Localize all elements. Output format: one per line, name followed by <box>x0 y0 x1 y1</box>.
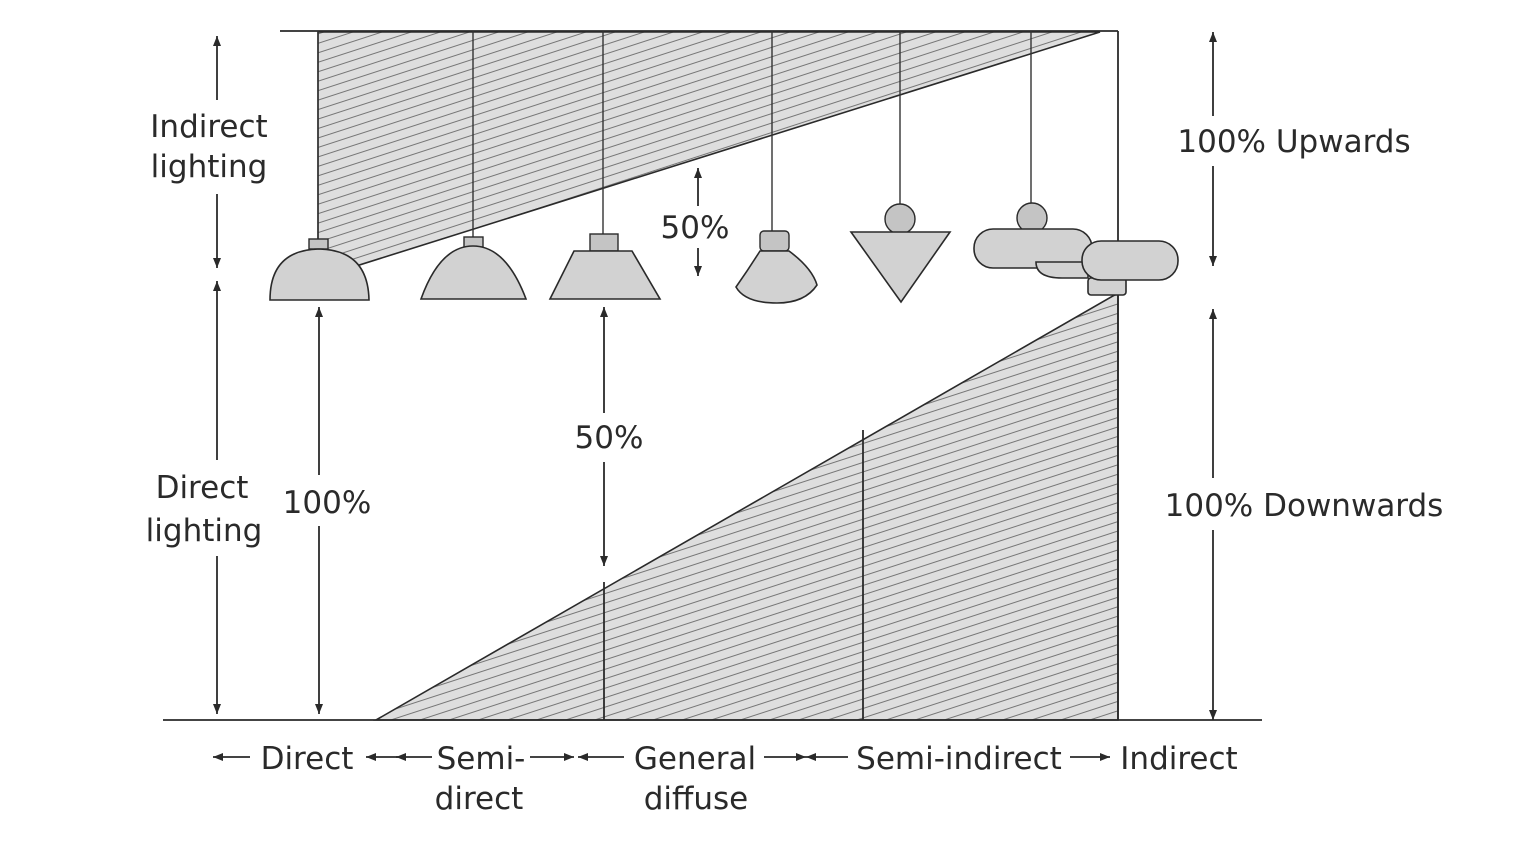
trapezoid-shade-luminaire <box>548 233 662 300</box>
bulb-pendant-luminaire <box>735 230 818 304</box>
upwards-label: 100% Upwards <box>1177 124 1410 160</box>
indirect-lighting-label-line1: Indirect <box>150 109 267 145</box>
category-direct-label: Direct <box>261 741 354 777</box>
inverted-cone-luminaire <box>849 203 952 304</box>
category-semi-direct-label-line2: direct <box>435 781 524 817</box>
direct-lighting-label-line1: Direct <box>156 470 249 506</box>
lower-half-percent-label: 50% <box>575 420 644 456</box>
suspended-cloud-luminaire <box>973 202 1179 296</box>
suspension-cords <box>317 31 1032 240</box>
category-indirect-label: Indirect <box>1120 741 1237 777</box>
direct-lighting-label-line2: lighting <box>146 513 263 549</box>
lower-direct-wedge <box>373 291 1119 721</box>
full-direct-percent-label: 100% <box>283 485 372 521</box>
indirect-lighting-label-line2: lighting <box>151 149 268 185</box>
category-semi-indirect-label: Semi-indirect <box>856 741 1062 777</box>
dome-shade-luminaire <box>269 238 370 301</box>
category-general-diffuse-label-line1: General <box>634 741 756 777</box>
deep-bowl-shade-luminaire <box>419 236 528 300</box>
upper-half-percent-label: 50% <box>661 210 730 246</box>
category-semi-direct-label-line1: Semi- <box>437 741 526 777</box>
downwards-label: 100% Downwards <box>1165 488 1444 524</box>
category-general-diffuse-label-line2: diffuse <box>644 781 749 817</box>
